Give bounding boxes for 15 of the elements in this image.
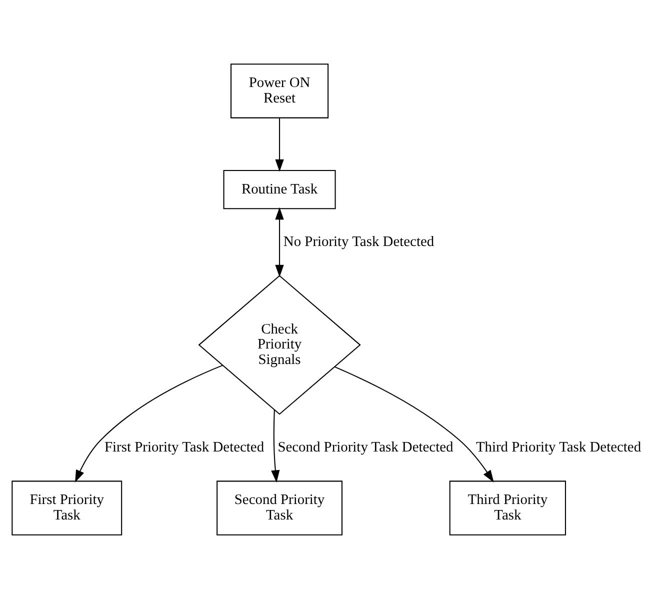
arrow <box>275 206 284 277</box>
edge-label: No Priority Task Detected <box>283 234 434 250</box>
arrow <box>271 409 280 482</box>
arrow <box>334 366 494 482</box>
edge-label: Third Priority Task Detected <box>476 438 642 455</box>
edge-label: First Priority Task Detected <box>104 438 264 455</box>
arrow <box>75 364 223 482</box>
node-box: Power ON Reset <box>230 63 329 118</box>
node-box: First Priority Task <box>12 480 122 535</box>
arrow <box>275 117 284 172</box>
node-diamond: Check Priority Signals <box>198 274 361 414</box>
node-box: Second Priority Task <box>216 480 342 535</box>
node-box: Third Priority Task <box>449 480 566 535</box>
edge-label: Second Priority Task Detected <box>278 438 454 455</box>
node-box: Routine Task <box>223 169 336 209</box>
